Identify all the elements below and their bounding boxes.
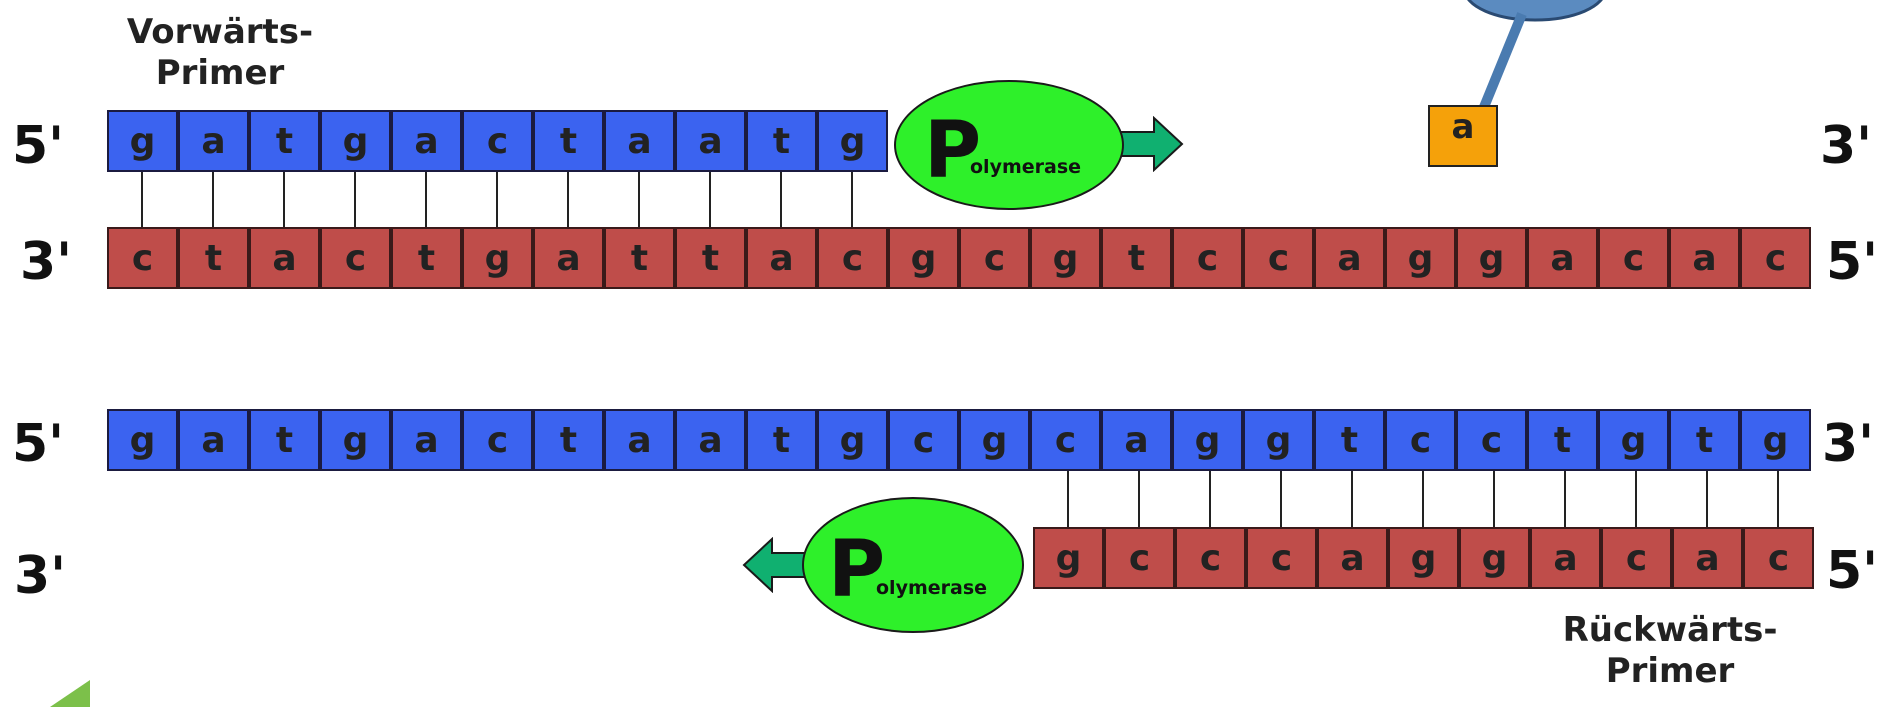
top-template-base: c [959,227,1030,289]
bottom-template-base: g [1740,409,1811,471]
top-template-base: t [1101,227,1172,289]
top-primer-base: a [604,110,675,172]
bottom-template-base: g [107,409,178,471]
bottom-primer-base: c [1601,527,1672,589]
bottom-template-3prime: 3' [1822,414,1875,474]
top-primer-base: a [391,110,462,172]
top-template-base: g [888,227,959,289]
top-template-base: c [1740,227,1811,289]
top-template-5prime: 5' [1826,232,1879,292]
bottom-template-base: t [249,409,320,471]
top-primer-base: c [462,110,533,172]
free-nucleotide: a [1428,105,1498,167]
top-template-base: a [1669,227,1740,289]
bottom-template-base: g [1598,409,1669,471]
bottom-primer-base: g [1033,527,1104,589]
free-nucleotide-label: a [1451,107,1475,147]
bottom-template-base: c [888,409,959,471]
bottom-template-base: c [1030,409,1101,471]
top-template-base: c [320,227,391,289]
top-template-base: t [604,227,675,289]
polymerase-bottom-rest: olymerase [876,577,988,599]
top-primer-base: t [249,110,320,172]
top-primer-3prime: 3' [1820,116,1873,176]
bottom-primer-base: g [1459,527,1530,589]
bottom-template-base: g [817,409,888,471]
bottom-primer-base: c [1175,527,1246,589]
bottom-template-base: t [1669,409,1740,471]
bottom-primer-3prime: 3' [14,546,67,606]
bottom-template-base: a [675,409,746,471]
top-template-base: a [1527,227,1598,289]
top-template-base: c [1243,227,1314,289]
bottom-primer-base: c [1246,527,1317,589]
bottom-primer-base: c [1104,527,1175,589]
top-template-base: g [462,227,533,289]
top-template-base: a [249,227,320,289]
top-primer-base: a [178,110,249,172]
bottom-template-base: t [1527,409,1598,471]
forward-primer-label: Vorwärts- Primer [126,12,314,93]
bottom-template-base: t [1314,409,1385,471]
top-template-base: t [391,227,462,289]
top-template-base: g [1456,227,1527,289]
top-primer-base: g [107,110,178,172]
bottom-template-base: g [959,409,1030,471]
polymerase-top: P olymerase [894,80,1124,210]
top-primer-base: a [675,110,746,172]
bottom-template-base: a [178,409,249,471]
top-template-base: g [1030,227,1101,289]
bottom-primer-base: g [1388,527,1459,589]
bottom-template-base: t [746,409,817,471]
bottom-template-base: c [1385,409,1456,471]
polymerase-top-rest: olymerase [970,156,1082,178]
top-template-3prime: 3' [20,232,73,292]
top-primer-5prime: 5' [12,116,65,176]
bottom-primer-base: c [1743,527,1814,589]
reverse-primer-label: Rückwärts- Primer [1562,610,1778,691]
bottom-primer-base: a [1317,527,1388,589]
top-template-base: a [1314,227,1385,289]
top-template-base: g [1385,227,1456,289]
bottom-template-base: a [1101,409,1172,471]
polymerase-bottom-initial: P [828,525,886,615]
bottom-template-base: a [391,409,462,471]
top-template-base: c [107,227,178,289]
polymerase-top-initial: P [924,106,982,196]
pipette-icon [1467,0,1603,114]
top-template-base: t [178,227,249,289]
bottom-template-5prime: 5' [12,414,65,474]
top-template-base: c [817,227,888,289]
bottom-primer-base: a [1530,527,1601,589]
top-primer-base: g [817,110,888,172]
bottom-template-base: c [1456,409,1527,471]
bottom-template-base: c [462,409,533,471]
top-template-base: c [1598,227,1669,289]
top-primer-base: t [533,110,604,172]
bottom-primer-5prime: 5' [1826,541,1879,601]
bottom-template-base: g [1172,409,1243,471]
top-template-base: t [675,227,746,289]
bottom-template-base: g [1243,409,1314,471]
bottom-template-base: g [320,409,391,471]
top-template-base: a [746,227,817,289]
top-template-base: c [1172,227,1243,289]
top-primer-base: g [320,110,391,172]
top-template-base: a [533,227,604,289]
bottom-primer-base: a [1672,527,1743,589]
bottom-template-base: t [533,409,604,471]
corner-decoration-icon [50,680,90,707]
polymerase-bottom: P olymerase [802,497,1024,633]
bottom-template-base: a [604,409,675,471]
top-primer-base: t [746,110,817,172]
